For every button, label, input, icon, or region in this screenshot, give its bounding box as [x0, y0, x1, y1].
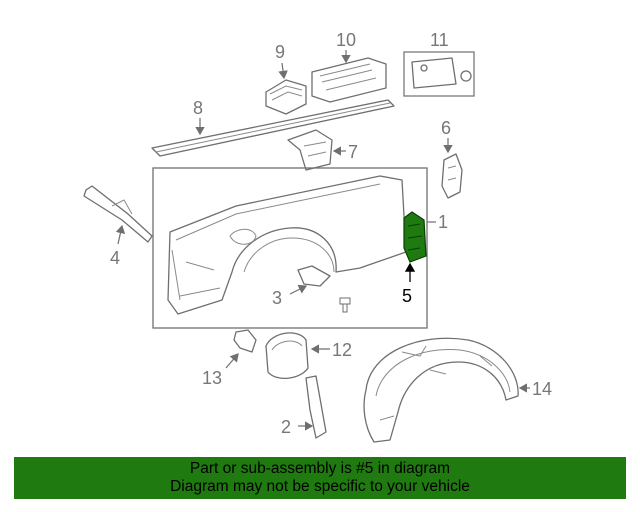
part-7-bracket[interactable]	[287, 129, 333, 171]
part-3-bracket[interactable]	[297, 265, 331, 287]
callout-9[interactable]: 9	[275, 42, 285, 62]
leader-13	[225, 353, 239, 369]
callout-2[interactable]: 2	[281, 417, 291, 437]
leader-4	[115, 224, 126, 245]
bed-side-panel[interactable]	[167, 175, 407, 315]
bolt	[339, 297, 351, 313]
assembly-box	[152, 167, 428, 329]
callout-7[interactable]: 7	[348, 142, 358, 162]
part-13-hinge[interactable]	[233, 329, 257, 353]
callout-4[interactable]: 4	[110, 248, 120, 268]
part-4-rod[interactable]	[83, 185, 153, 243]
banner-line-1: Part or sub-assembly is #5 in diagram	[189, 460, 451, 477]
callout-10[interactable]: 10	[336, 30, 356, 50]
part-5-highlighted[interactable]	[403, 211, 427, 263]
part-11-plate-kit[interactable]	[403, 51, 475, 97]
callout-8[interactable]: 8	[193, 98, 203, 118]
part-8-bed-rail[interactable]	[151, 99, 395, 157]
callout-14[interactable]: 14	[532, 379, 552, 399]
callout-6[interactable]: 6	[441, 118, 451, 138]
callout-11[interactable]: 11	[430, 30, 449, 50]
part-6-bracket[interactable]	[441, 153, 463, 199]
callout-5[interactable]: 5	[402, 286, 412, 306]
leader-9	[278, 62, 288, 80]
callout-13[interactable]: 13	[202, 368, 222, 388]
part-9-vent[interactable]	[265, 79, 307, 115]
leader-3	[289, 284, 308, 295]
part-2-bracket[interactable]	[305, 375, 327, 439]
callout-12[interactable]: 12	[332, 340, 352, 360]
parts-diagram: 9 10 11 8 7 6 4 1	[83, 30, 552, 443]
part-10-vent[interactable]	[311, 57, 387, 103]
callout-3[interactable]: 3	[272, 288, 282, 308]
banner-line-2: Diagram may not be specific to your vehi…	[170, 478, 470, 495]
part-12-fuel-door[interactable]	[265, 332, 309, 379]
part-14-liner[interactable]	[363, 337, 519, 443]
callout-1[interactable]: 1	[438, 212, 448, 232]
info-banner: Part or sub-assembly is #5 in diagram Di…	[14, 457, 626, 499]
